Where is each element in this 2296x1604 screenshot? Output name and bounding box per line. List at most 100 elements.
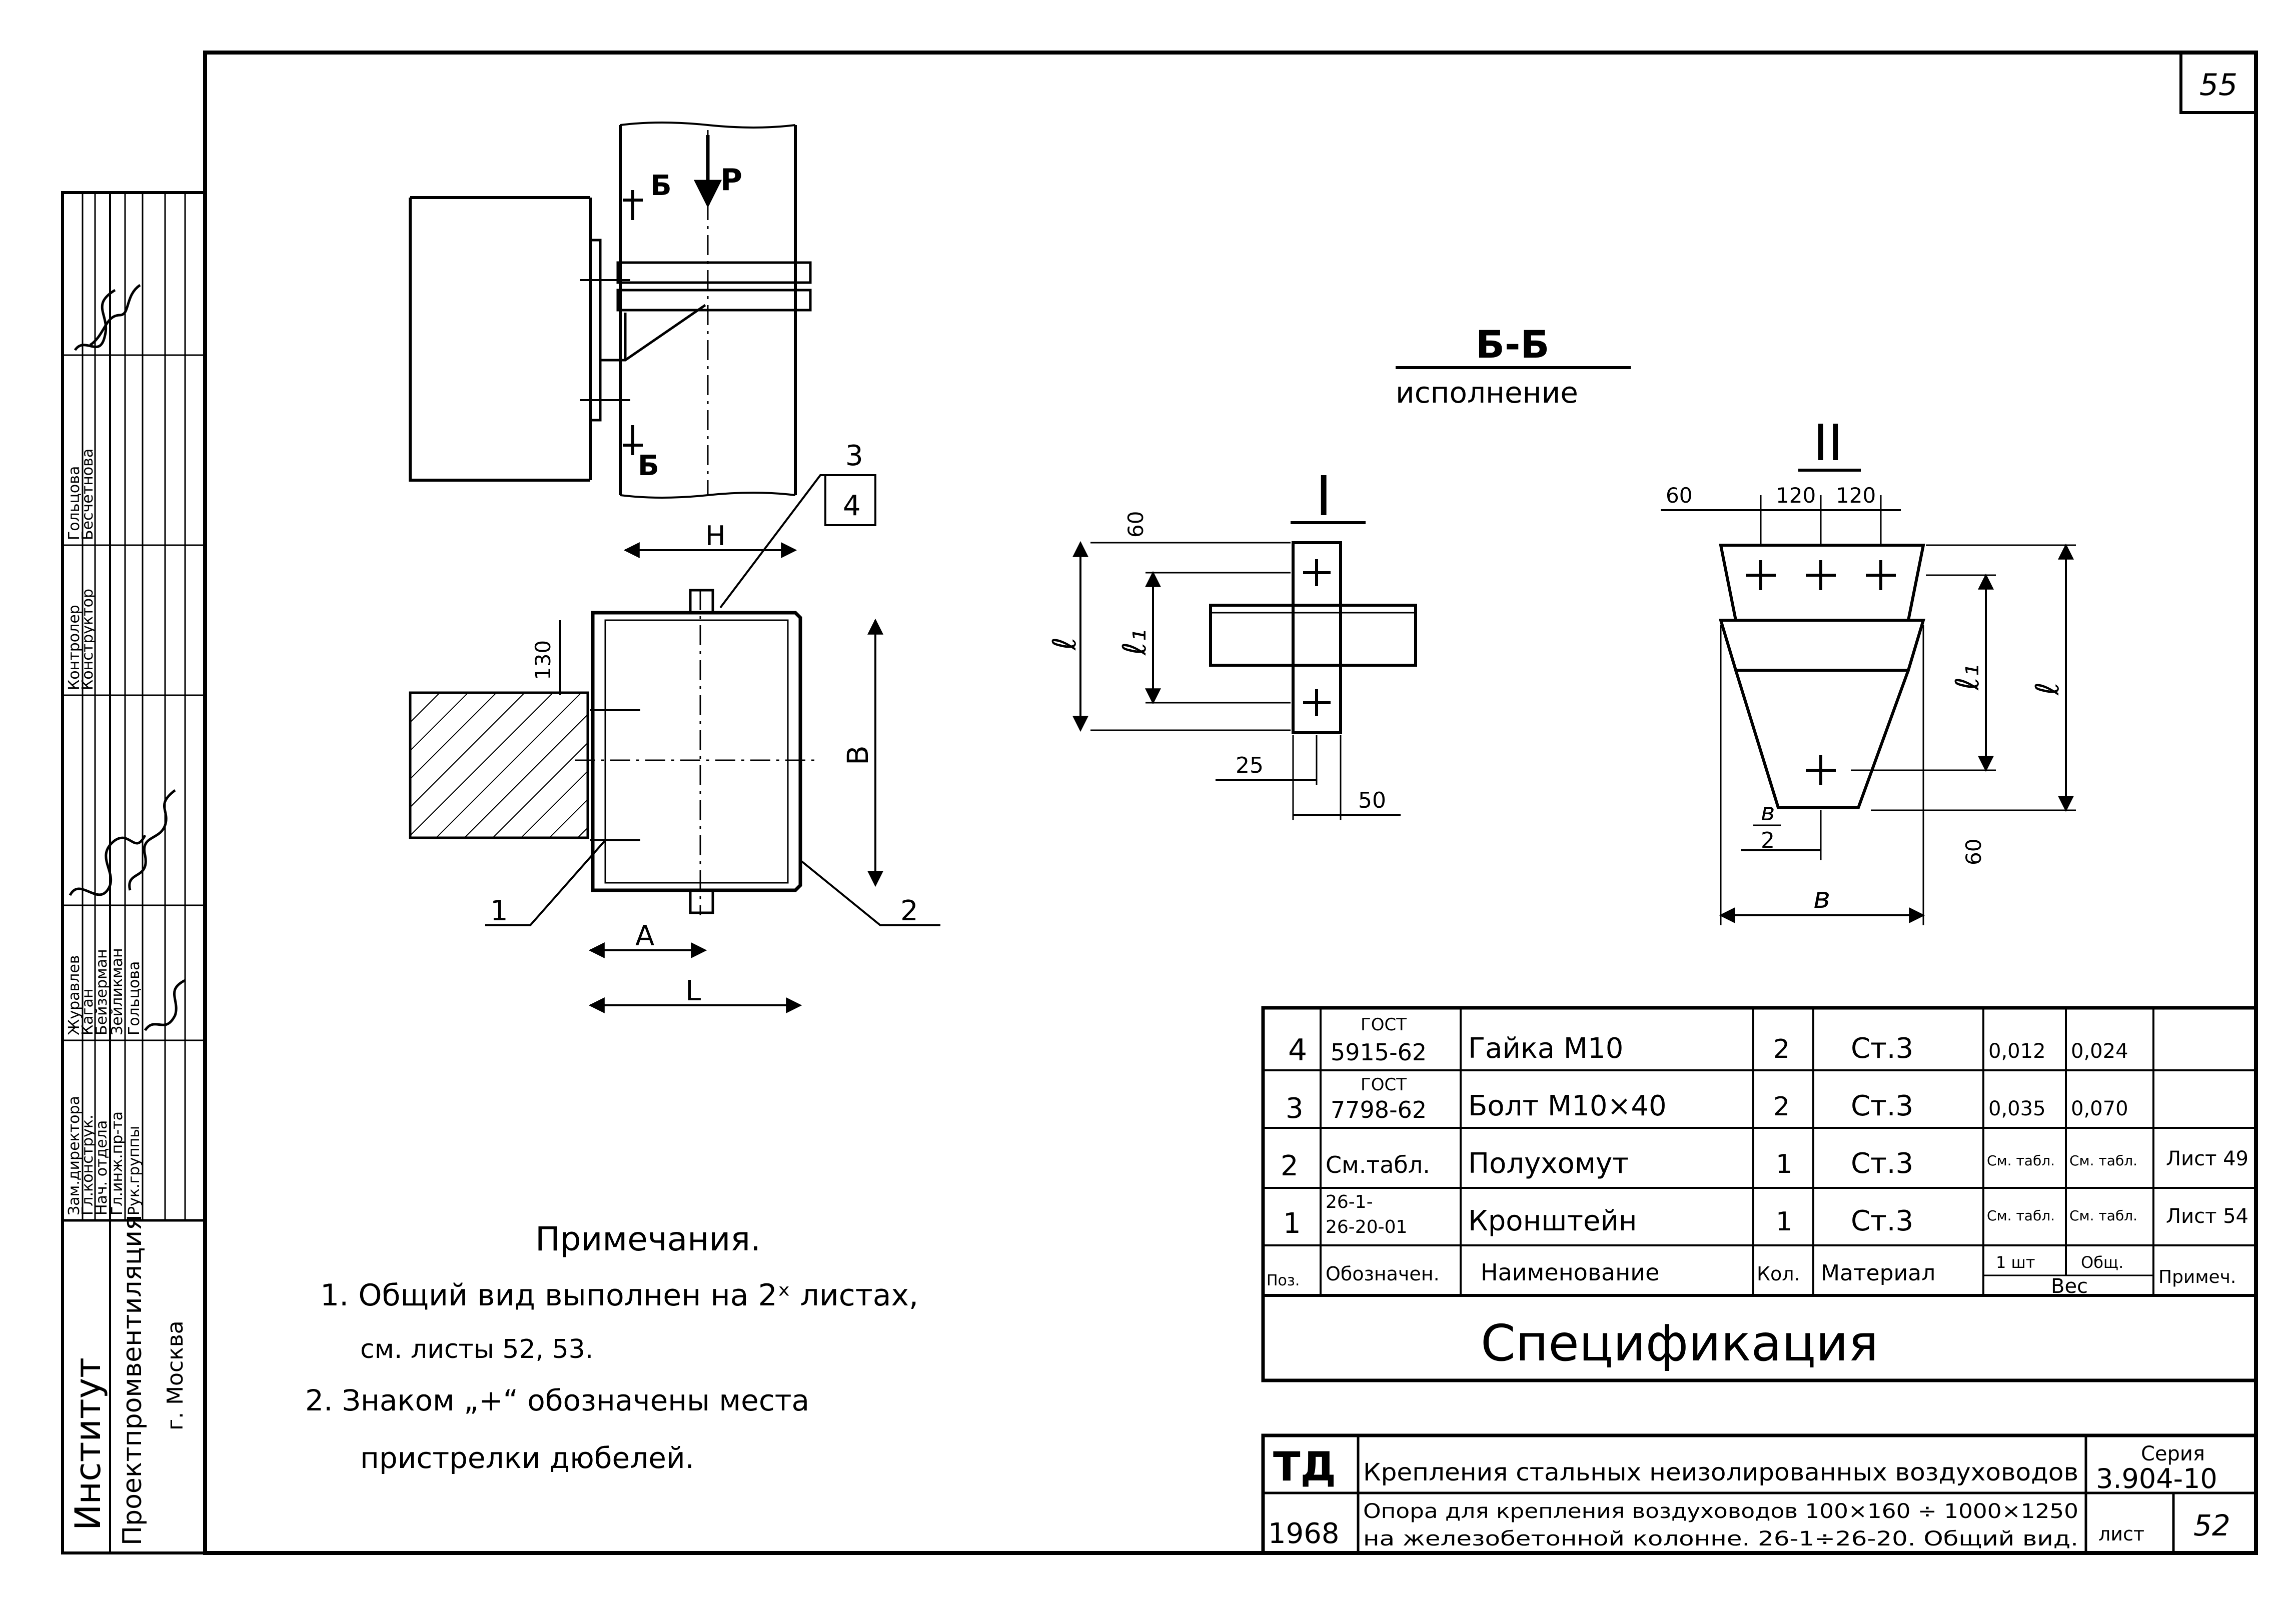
page-number: 55 [2199,68,2237,103]
dim-120-b: 120 [1836,483,1876,508]
variant-II: II 60 120 120 ℓ ℓ₁ 60 в 2 в [1661,414,2076,925]
stamp-city: г. Москва [163,1320,188,1430]
spec-des-2: 7798-62 [1331,1096,1427,1123]
spec-des-1: 26-1- [1326,1192,1373,1212]
title-line-2: Опора для крепления воздуховодов 100×160… [1363,1500,2078,1523]
spec-header-pos: Поз. [1267,1272,1300,1289]
stamp-name2-1: Гольцова [66,466,83,540]
spec-w1: См. табл. [1987,1152,2055,1169]
spec-row-4: 4 ГОСТ 5915-62 Гайка М10 2 Ст.3 0,012 0,… [1288,1015,2128,1068]
spec-name: Полухомут [1468,1147,1629,1180]
spec-header-designation: Обозначен. [1326,1263,1440,1285]
spec-header-material: Материал [1821,1260,1935,1286]
stamp-institute-name: Проектпромвентиляция [118,1215,148,1545]
spec-w1: См. табл. [1987,1207,2055,1224]
spec-mat: Ст.3 [1851,1147,1913,1180]
spec-note: Лист 54 [2166,1205,2248,1228]
title-series-label: Серия [2141,1442,2205,1465]
stamp-role2-1: Контролер [66,605,83,690]
dim-60-1: 60 [1123,511,1148,538]
spec-name: Гайка М10 [1468,1032,1623,1065]
spec-header-note: Примеч. [2158,1267,2236,1287]
plan-view: H B 130 A L 3 4 1 2 [409,440,940,1013]
spec-w2: 0,024 [2071,1040,2128,1063]
dim-l1-2: ℓ₁ [1949,664,1986,691]
spec-qty: 1 [1776,1207,1792,1237]
spec-note: Лист 49 [2166,1147,2248,1170]
spec-pos: 1 [1283,1207,1301,1240]
stamp-role2-2: Конструктор [79,589,97,690]
dim-50: 50 [1358,788,1386,813]
spec-title: Спецификация [1481,1314,1878,1372]
spec-des-2: 26-20-01 [1326,1217,1407,1237]
dim-60-2: 60 [1666,483,1692,508]
stamp-name-2: Каган [79,989,97,1035]
stamp-name2-2: Бесчетнова [79,449,97,540]
spec-pos: 2 [1281,1150,1299,1182]
signature-scribbles [69,284,186,1031]
title-series: 3.904-10 [2096,1463,2217,1494]
stamp-role-3: Нач. отдела [93,1120,111,1215]
spec-mat: Ст.3 [1851,1032,1913,1065]
section-title: Б-Б [1476,322,1549,367]
spec-table: 4 ГОСТ 5915-62 Гайка М10 2 Ст.3 0,012 0,… [1261,1006,2258,1382]
note-line-1: 1. Общий вид выполнен на 2ˣ листах, [320,1278,918,1313]
spec-header-name: Наименование [1481,1259,1659,1286]
stamp-name-5: Гольцова [126,961,143,1035]
dim-l-1: ℓ [1046,637,1083,651]
spec-mat: Ст.3 [1851,1090,1913,1122]
spec-header-unit: 1 шт [1996,1253,2035,1272]
spec-mat: Ст.3 [1851,1205,1913,1237]
spec-qty: 2 [1773,1034,1790,1064]
spec-pos: 4 [1288,1033,1307,1068]
spec-header-qty: Кол. [1757,1263,1800,1285]
variant-I: I ℓ ℓ₁ 60 25 50 [1046,464,1417,820]
variant-1-label: I [1316,464,1332,528]
callout-4: 4 [843,490,861,522]
section-subtitle: исполнение [1396,376,1578,410]
notes: Примечания. 1. Общий вид выполнен на 2ˣ … [305,1220,918,1475]
stamp-role-1: Зам.директора [66,1096,83,1215]
spec-w2: См. табл. [2069,1152,2137,1169]
dim-120-a: 120 [1776,483,1816,508]
callout-2: 2 [900,895,918,927]
spec-name: Болт М10×40 [1468,1090,1667,1122]
title-sheet-label: лист [2098,1523,2144,1545]
stamp-name-3: Бейзерман [93,949,111,1035]
note-line-3: 2. Знаком „+“ обозначены места [305,1383,809,1417]
dim-H: H [705,520,726,552]
front-view: P Б Б [409,122,812,499]
stamp-institute: Институт [68,1357,109,1530]
callout-1: 1 [490,895,508,927]
title-line-1: Крепления стальных неизолированных возду… [1363,1458,2078,1486]
spec-row-3: 3 ГОСТ 7798-62 Болт М10×40 2 Ст.3 0,035 … [1286,1075,2128,1125]
spec-des-1: См.табл. [1326,1151,1430,1178]
dim-130: 130 [531,640,555,680]
spec-w1: 0,012 [1988,1040,2046,1063]
spec-des-1: ГОСТ [1361,1075,1407,1095]
dim-b: в [1813,881,1830,915]
spec-header-weight: Вес [2051,1275,2088,1298]
section-header: Б-Б исполнение [1396,322,1631,410]
load-label: P [720,163,742,198]
spec-w1: 0,035 [1988,1097,2046,1120]
notes-title: Примечания. [535,1220,761,1258]
dim-L: L [685,975,701,1007]
stamp-name-1: Журавлев [66,955,83,1036]
spec-header: Поз. Обозначен. Наименование Кол. Матери… [1267,1253,2236,1298]
spec-pos: 3 [1286,1092,1304,1125]
note-line-2: см. листы 52, 53. [360,1334,593,1364]
title-sheet: 52 [2193,1508,2230,1542]
title-year: 1968 [1268,1517,1340,1550]
note-line-4: пристрелки дюбелей. [360,1441,694,1475]
dim-l1-1: ℓ₁ [1116,629,1154,656]
dim-60-3: 60 [1961,839,1986,865]
side-stamp: Институт Проектпромвентиляция г. Москва … [61,191,207,1554]
dim-A: A [635,920,654,952]
dim-B: B [841,745,875,765]
spec-qty: 1 [1776,1149,1792,1179]
title-line-3: на железобетонной колонне. 26-1÷26-20. О… [1363,1527,2078,1550]
spec-row-2: 2 См.табл. Полухомут 1 Ст.3 См. табл. См… [1281,1147,2248,1182]
stamp-role-5: Рук.группы [126,1126,143,1215]
spec-des-2: 5915-62 [1331,1039,1427,1066]
